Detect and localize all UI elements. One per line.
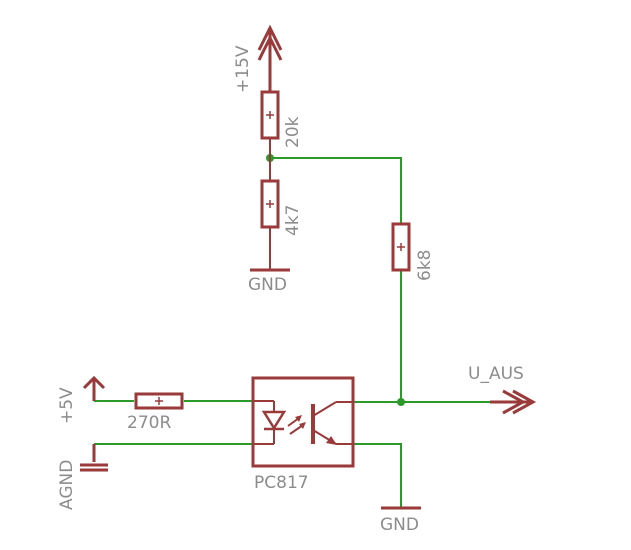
gnd-top-label: GND: [248, 275, 287, 295]
optocoupler-pc817: [251, 376, 355, 468]
output-label: U_AUS: [468, 364, 524, 384]
gnd-bottom-label: GND: [380, 515, 419, 535]
light-arrows-icon: [287, 415, 306, 435]
resistor-270r-label: 270R: [127, 413, 171, 433]
agnd-label: AGND: [57, 460, 77, 510]
supply-5v-label: +5V: [57, 387, 77, 424]
agnd-symbol: [80, 444, 108, 472]
wire-divider-node-to-6k8: [270, 157, 402, 224]
resistor-6k8-label: 6k8: [415, 250, 435, 281]
supply-15v-symbol: [257, 24, 283, 92]
resistor-6k8: [391, 222, 411, 272]
resistor-270r: [134, 392, 184, 410]
supply-15v-label: +15V: [233, 45, 253, 93]
wires: [94, 157, 503, 508]
led-diode-icon: [253, 400, 287, 445]
resistor-20k: [260, 90, 280, 158]
resistor-4k7: [260, 158, 280, 270]
optocoupler-label: PC817: [254, 473, 309, 493]
output-arrow-icon: [490, 389, 537, 415]
resistor-4k7-label: 4k7: [283, 205, 303, 236]
junction-output: [397, 398, 405, 406]
phototransistor-icon: [311, 401, 353, 445]
wire-emitter-to-gnd: [353, 443, 402, 508]
supply-5v-symbol: [82, 375, 106, 401]
resistor-20k-label: 20k: [283, 116, 303, 148]
